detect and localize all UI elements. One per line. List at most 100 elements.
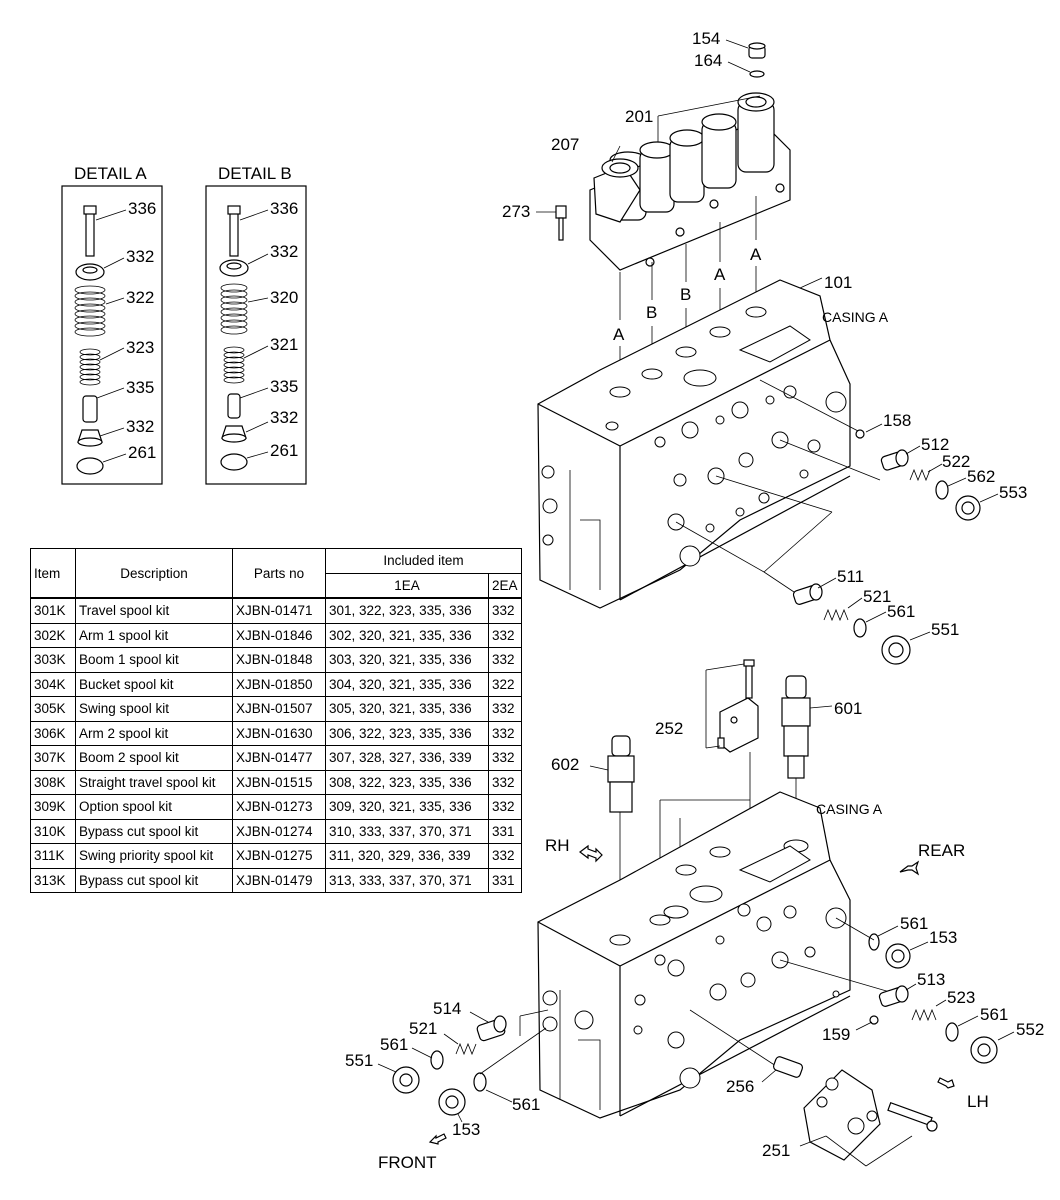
callout-561-r2: 561	[980, 1005, 1008, 1024]
spring-523	[911, 1008, 937, 1022]
spring-323-a	[79, 348, 101, 386]
cell-parts-no: XJBN-01273	[232, 794, 326, 820]
direction-front: FRONT	[378, 1133, 447, 1172]
cell-1ea: 307, 328, 327, 336, 339	[325, 745, 489, 771]
casing-label-top: CASING A	[822, 309, 889, 325]
direction-lh: LH	[937, 1077, 989, 1111]
detail-b: DETAIL B 336 332 320 321	[205, 164, 307, 485]
port-label-a1: A	[613, 325, 625, 344]
spring-522	[909, 468, 931, 482]
callout-561-r1: 561	[900, 914, 928, 933]
callout-514: 514	[433, 999, 461, 1018]
cell-2ea: 322	[488, 671, 522, 697]
spring-320-b	[220, 283, 248, 335]
cell-1ea: 308, 322, 323, 335, 336	[325, 769, 489, 795]
callout-a-332b: 332	[126, 417, 154, 436]
callout-602: 602	[551, 755, 579, 774]
cell-parts-no: XJBN-01507	[232, 696, 326, 722]
casing-a-101-top	[537, 279, 851, 609]
cell-item: 313K	[30, 867, 76, 893]
callout-601: 601	[834, 699, 862, 718]
cell-1ea: 301, 322, 323, 335, 336	[325, 597, 489, 624]
cell-parts-no: XJBN-01515	[232, 769, 326, 795]
o-ring-561-l1	[430, 1050, 444, 1070]
o-ring-561-r1	[868, 933, 880, 951]
callout-561-top: 561	[887, 602, 915, 621]
cell-1ea: 303, 320, 321, 335, 336	[325, 647, 489, 673]
cell-description: Boom 1 spool kit	[75, 647, 233, 673]
valve-256	[772, 1056, 804, 1078]
cell-item: 310K	[30, 818, 76, 844]
callout-a-336: 336	[128, 199, 156, 218]
callout-273: 273	[502, 202, 530, 221]
callout-a-323: 323	[126, 338, 154, 357]
bracket-252	[717, 659, 759, 753]
callout-153-l: 153	[452, 1120, 480, 1139]
spacer-335-a	[82, 395, 98, 423]
direction-rh-label: RH	[545, 836, 570, 855]
callout-553: 553	[999, 483, 1027, 502]
solenoid-valve-block-201	[589, 92, 791, 271]
plug-553	[955, 495, 981, 521]
cell-2ea: 332	[488, 769, 522, 795]
cell-2ea: 332	[488, 843, 522, 869]
callout-513: 513	[917, 970, 945, 989]
direction-front-label: FRONT	[378, 1153, 437, 1172]
arrow-rear-icon	[899, 860, 920, 876]
arrow-lh-icon	[937, 1077, 955, 1089]
cell-item: 301K	[30, 597, 76, 624]
o-ring-561-top	[853, 618, 867, 638]
header-included-item: Included item	[325, 548, 522, 574]
direction-rear: REAR	[899, 841, 965, 876]
cap-154	[748, 42, 766, 78]
callout-521-bottom: 521	[409, 1019, 437, 1038]
callout-201: 201	[625, 107, 653, 126]
o-ring-562	[935, 480, 949, 500]
cell-1ea: 306, 322, 323, 335, 336	[325, 720, 489, 746]
callout-b-336: 336	[270, 199, 298, 218]
cell-2ea: 332	[488, 794, 522, 820]
callout-b-261: 261	[270, 441, 298, 460]
cell-item: 309K	[30, 794, 76, 820]
callout-551-bottom: 551	[345, 1051, 373, 1070]
header-2ea: 2EA	[488, 572, 522, 599]
cell-item: 307K	[30, 745, 76, 771]
cell-2ea: 332	[488, 597, 522, 624]
callout-a-332: 332	[126, 247, 154, 266]
o-ring-261-a	[76, 457, 104, 475]
callout-a-322: 322	[126, 288, 154, 307]
pin-336-b	[229, 209, 239, 257]
cell-parts-no: XJBN-01850	[232, 671, 326, 697]
port-label-b2: B	[680, 285, 691, 304]
plug-551-top	[881, 635, 911, 665]
cell-parts-no: XJBN-01274	[232, 818, 326, 844]
port-label-a3: A	[750, 245, 762, 264]
cell-item: 311K	[30, 843, 76, 869]
callout-561-l1: 561	[380, 1035, 408, 1054]
cell-2ea: 332	[488, 720, 522, 746]
callout-153-r: 153	[929, 928, 957, 947]
callout-164: 164	[694, 51, 722, 70]
relief-valve-602	[607, 735, 635, 813]
casing-a-bottom	[537, 791, 851, 1119]
callout-a-261: 261	[128, 443, 156, 462]
detail-a-title: DETAIL A	[74, 164, 147, 183]
spacer-335-b	[227, 393, 241, 419]
o-ring-261-b	[220, 453, 248, 471]
callout-b-320: 320	[270, 288, 298, 307]
cell-description: Bypass cut spool kit	[75, 818, 233, 844]
direction-rear-label: REAR	[918, 841, 965, 860]
spool-kit-table: Item Description Parts no Included item …	[30, 548, 522, 893]
port-label-b1: B	[646, 303, 657, 322]
direction-lh-label: LH	[967, 1092, 989, 1111]
cell-item: 308K	[30, 769, 76, 795]
callout-522: 522	[942, 452, 970, 471]
callout-b-321: 321	[270, 335, 298, 354]
plug-552	[970, 1036, 998, 1064]
cell-parts-no: XJBN-01846	[232, 622, 326, 648]
